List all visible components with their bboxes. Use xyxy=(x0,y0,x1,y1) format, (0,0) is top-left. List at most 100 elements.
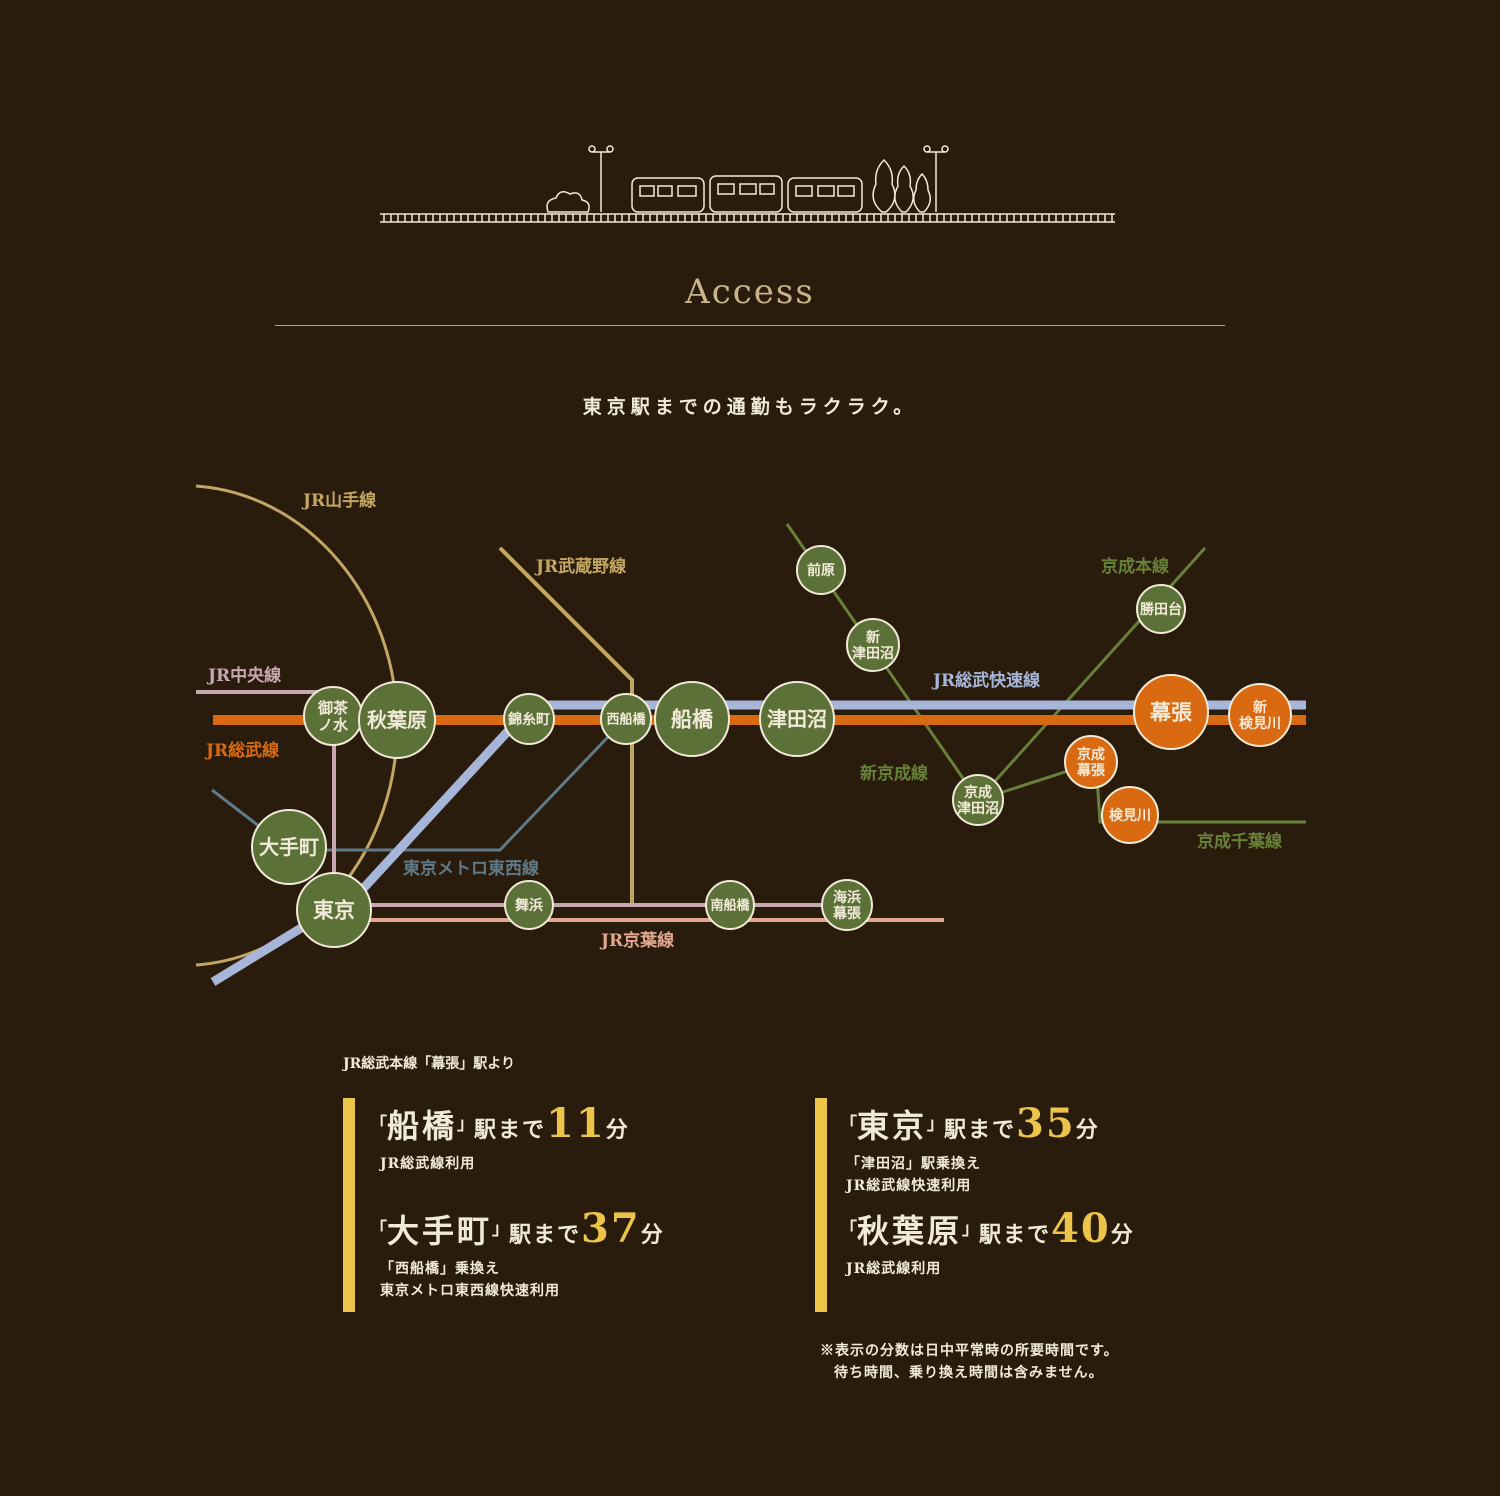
line-musashino xyxy=(498,546,634,905)
station-tsudanuma: 津田沼 xyxy=(759,681,835,757)
station-label: 検見川 xyxy=(1109,807,1151,824)
time-suffix: 駅まで xyxy=(944,1117,1017,1143)
station-marker xyxy=(821,879,873,931)
time-suffix: 駅まで xyxy=(474,1117,547,1143)
station-label: 京成 xyxy=(1077,746,1105,763)
time-minutes: 40 xyxy=(1051,1205,1111,1252)
time-entry-funabashi: 「船橋」駅まで11分 JR総武線利用 xyxy=(370,1100,628,1175)
time-station: 秋葉原 xyxy=(857,1212,963,1250)
label-chuo: JR中央線 xyxy=(206,665,281,686)
footnote-line: ※表示の分数は日中平常時の所要時間です。 xyxy=(820,1343,1119,1359)
station-marker xyxy=(1136,584,1186,634)
label-sobu: JR総武線 xyxy=(204,740,279,761)
label-keisei-chiba: 京成千葉線 xyxy=(1197,831,1282,852)
label-musashino: JR武蔵野線 xyxy=(534,556,626,577)
station-marker xyxy=(654,681,730,757)
station-minamifunabashi: 南船橋 xyxy=(705,880,755,930)
station-kemigawa: 検見川 xyxy=(1101,786,1159,844)
time-minutes: 11 xyxy=(546,1100,606,1147)
station-label: 津田沼 xyxy=(957,800,999,817)
time-suffix: 駅まで xyxy=(509,1222,582,1248)
train-illustration xyxy=(380,145,1115,223)
station-marker xyxy=(705,880,755,930)
time-unit: 分 xyxy=(640,1222,663,1248)
origin-label: JR総武本線「幕張」駅より xyxy=(343,1056,515,1072)
station-label: 海浜 xyxy=(833,889,861,906)
time-unit: 分 xyxy=(605,1117,628,1143)
line-sobu-rapid xyxy=(210,700,1306,986)
station-marker xyxy=(1101,786,1159,844)
time-note: JR総武線利用 xyxy=(846,1261,942,1277)
station-marker xyxy=(358,681,436,759)
time-station: 大手町 xyxy=(387,1212,493,1250)
station-marker xyxy=(251,809,327,885)
time-entry-akihabara: 「秋葉原」駅まで40分 JR総武線利用 xyxy=(840,1205,1133,1280)
station-otemachi: 大手町 xyxy=(251,809,327,885)
footnote: ※表示の分数は日中平常時の所要時間です。 待ち時間、乗り換え時間は含みません。 xyxy=(820,1340,1119,1384)
route-map: JR山手線 JR武蔵野線 JR中央線 JR総武線 JR総武快速線 東京メトロ東西… xyxy=(195,484,1306,986)
station-tokyo: 東京 xyxy=(296,872,372,948)
station-marker xyxy=(503,693,555,745)
time-station: 東京 xyxy=(857,1107,928,1145)
station-maebara: 前原 xyxy=(796,545,846,595)
station-label: ノ水 xyxy=(318,716,349,734)
station-marker xyxy=(1133,674,1209,750)
station-makuhari: 幕張 xyxy=(1133,674,1209,750)
station-label: 舞浜 xyxy=(515,897,543,914)
time-minutes: 35 xyxy=(1016,1100,1076,1147)
station-marker xyxy=(504,880,554,930)
station-label: 大手町 xyxy=(259,835,319,859)
station-marker xyxy=(1228,683,1292,747)
station-akihabara: 秋葉原 xyxy=(358,681,436,759)
time-note: JR総武線利用 xyxy=(380,1156,476,1172)
label-shinkeisei: 新京成線 xyxy=(860,763,928,784)
station-label: 京成 xyxy=(964,784,992,801)
station-marker xyxy=(796,545,846,595)
station-label: 南船橋 xyxy=(710,898,750,914)
time-note: JR総武線快速利用 xyxy=(846,1178,972,1194)
station-marker xyxy=(952,774,1004,826)
time-note: 「西船橋」乗換え xyxy=(380,1261,500,1277)
station-marker xyxy=(759,681,835,757)
time-entry-otemachi: 「大手町」駅まで37分 「西船橋」乗換え東京メトロ東西線快速利用 xyxy=(370,1205,663,1302)
time-unit: 分 xyxy=(1110,1222,1133,1248)
time-note: 東京メトロ東西線快速利用 xyxy=(380,1283,560,1299)
station-label: 東京 xyxy=(313,898,355,923)
time-note: 「津田沼」駅乗換え xyxy=(846,1156,981,1172)
station-marker xyxy=(1064,735,1118,789)
station-katsutadai: 勝田台 xyxy=(1136,584,1186,634)
tagline: 東京駅までの通勤もラクラク。 xyxy=(582,396,918,418)
station-kinshicho: 錦糸町 xyxy=(503,693,555,745)
station-label: 西船橋 xyxy=(606,712,646,728)
accent-bar-right xyxy=(815,1098,827,1312)
label-yamanote: JR山手線 xyxy=(301,490,376,511)
label-keiyo: JR京葉線 xyxy=(599,930,674,951)
station-label: 検見川 xyxy=(1239,715,1281,732)
station-label: 津田沼 xyxy=(767,707,827,731)
station-nishifunabashi: 西船橋 xyxy=(600,693,652,745)
label-keisei-main: 京成本線 xyxy=(1101,556,1169,577)
station-label: 幕張 xyxy=(1076,762,1106,779)
station-label: 錦糸町 xyxy=(508,711,550,728)
line-keisei-chiba xyxy=(977,759,1306,824)
page-title: Access xyxy=(685,272,815,312)
station-label: 勝田台 xyxy=(1140,601,1182,618)
station-label: 船橋 xyxy=(671,707,714,732)
time-station: 船橋 xyxy=(387,1107,458,1145)
station-marker xyxy=(600,693,652,745)
station-label: 幕張 xyxy=(1149,700,1193,725)
station-label: 御茶 xyxy=(317,699,349,717)
station-label: 新 xyxy=(866,629,880,646)
station-label: 秋葉原 xyxy=(367,708,427,732)
label-tozai: 東京メトロ東西線 xyxy=(403,858,539,879)
station-marker xyxy=(846,618,900,672)
station-funabashi: 船橋 xyxy=(654,681,730,757)
time-unit: 分 xyxy=(1075,1117,1098,1143)
